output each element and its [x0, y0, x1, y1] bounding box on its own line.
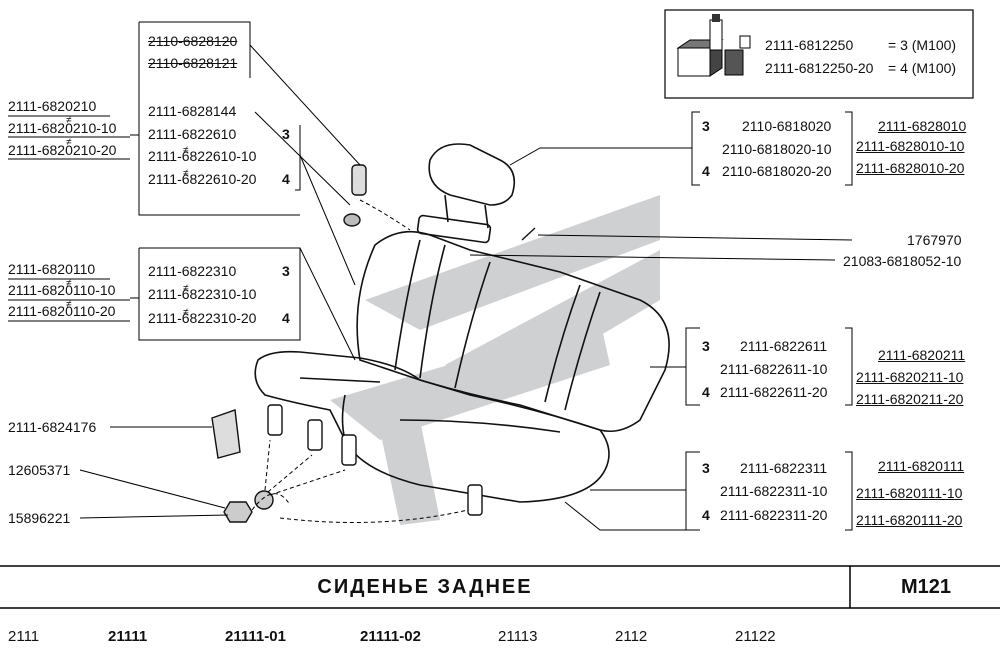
legend-box: [664, 9, 974, 99]
headrest-part-2: 2110-6818020-10: [722, 141, 832, 157]
legend-eq-1: = 3 (M100): [888, 37, 957, 53]
variant-number: 4: [702, 384, 710, 400]
legend-eq-2: = 4 (M100): [888, 60, 957, 76]
variant-number: 3: [282, 126, 290, 142]
left-part-g2-3: 2111-6820110-20: [8, 303, 116, 319]
center-part-5: 2111-6822310: [148, 263, 237, 279]
cushion-part-3: 2111-6822311-20: [720, 507, 828, 523]
neq-mark: ≠: [66, 278, 72, 289]
variant-number: 3: [702, 338, 710, 354]
headrest-alt-1: 2111-6828010: [878, 118, 967, 134]
small-parts: [211, 164, 536, 523]
center-part-6: 2111-6822310-10: [148, 286, 257, 302]
back-alt-2: 2111-6820211-10: [856, 369, 964, 385]
seat-cushion: [254, 350, 610, 503]
back-part-3: 2111-6822611-20: [720, 384, 828, 400]
variant-number: 4: [702, 163, 710, 179]
page-code: M121: [900, 576, 952, 598]
bracket-headrest: [691, 111, 700, 186]
variant-number: 3: [702, 118, 710, 134]
neq-mark: ≠: [66, 115, 72, 126]
neq-mark: ≠: [183, 283, 189, 294]
center-part-1: 2111-6828144: [148, 103, 237, 119]
cushion-alt-2: 2111-6820111-10: [856, 485, 963, 501]
watermark-logo: [330, 195, 660, 525]
model-21113: 21113: [498, 628, 538, 645]
left-part-g2-2: 2111-6820110-10: [8, 282, 116, 298]
model-2111: 2111: [8, 628, 40, 645]
headrest-alt-2: 2111-6828010-10: [856, 138, 965, 154]
bracket-top: [138, 22, 300, 216]
obsolete-part-2: 2110-6828121: [148, 55, 238, 71]
left-part-g1-3: 2111-6820210-20: [8, 142, 117, 158]
back-alt-3: 2111-6820211-20: [856, 391, 964, 407]
model-21111: 21111: [108, 628, 148, 645]
left-part-g1-2: 2111-6820210-10: [8, 120, 117, 136]
variant-number: 3: [282, 263, 290, 279]
seat-brackets: [267, 404, 483, 516]
headrest: [416, 143, 516, 244]
cushion-alt-1: 2111-6820111: [878, 458, 965, 474]
leader-lines: [79, 44, 853, 531]
cushion-part-1: 2111-6822311: [740, 460, 828, 476]
legend-label-1: 2111-6812250: [765, 37, 854, 53]
bracket-2: [138, 247, 301, 341]
left-part-p3: 15896221: [8, 510, 71, 526]
model-21122: 21122: [735, 628, 776, 645]
variant-number: 3: [702, 460, 710, 476]
model-21111-02: 21111-02: [360, 628, 421, 645]
neq-mark: ≠: [66, 137, 72, 148]
headrest-alt-3: 2111-6828010-20: [856, 160, 965, 176]
left-part-p2: 12605371: [8, 462, 71, 478]
page-title: СИДЕНЬЕ ЗАДНЕЕ: [317, 576, 533, 598]
back-alt-1: 2111-6820211: [878, 347, 966, 363]
neq-mark: ≠: [183, 145, 189, 156]
glue-product-icon: [676, 14, 751, 77]
left-part-g2-1: 2111-6820110: [8, 261, 96, 277]
bracket-mid: [295, 125, 301, 191]
obsolete-part-1: 2110-6828120: [148, 33, 238, 49]
variant-number: 4: [282, 171, 290, 187]
part-21083: 21083-6818052-10: [843, 253, 962, 269]
variant-number: 4: [282, 310, 290, 326]
part-1767970: 1767970: [907, 232, 962, 248]
bracket-cushion: [685, 451, 700, 531]
cushion-alt-3: 2111-6820111-20: [856, 512, 963, 528]
neq-mark: ≠: [66, 299, 72, 310]
model-2112: 2112: [615, 628, 648, 645]
headrest-part-1: 2110-6818020: [742, 118, 832, 134]
headrest-part-3: 2110-6818020-20: [722, 163, 832, 179]
cushion-part-2: 2111-6822311-10: [720, 483, 828, 499]
seat-back: [356, 230, 670, 433]
back-part-1: 2111-6822611: [740, 338, 828, 354]
back-part-2: 2111-6822611-10: [720, 361, 828, 377]
model-21111-01: 21111-01: [225, 628, 286, 645]
center-part-3: 2111-6822610-10: [148, 148, 257, 164]
neq-mark: ≠: [183, 168, 189, 179]
left-part-g1-1: 2111-6820210: [8, 98, 97, 114]
center-part-7: 2111-6822310-20: [148, 310, 257, 326]
legend-label-2: 2111-6812250-20: [765, 60, 874, 76]
bracket-back: [685, 327, 700, 406]
center-part-4: 2111-6822610-20: [148, 171, 257, 187]
variant-number: 4: [702, 507, 710, 523]
left-part-p1: 2111-6824176: [8, 419, 97, 435]
center-part-2: 2111-6822610: [148, 126, 237, 142]
neq-mark: ≠: [183, 307, 189, 318]
